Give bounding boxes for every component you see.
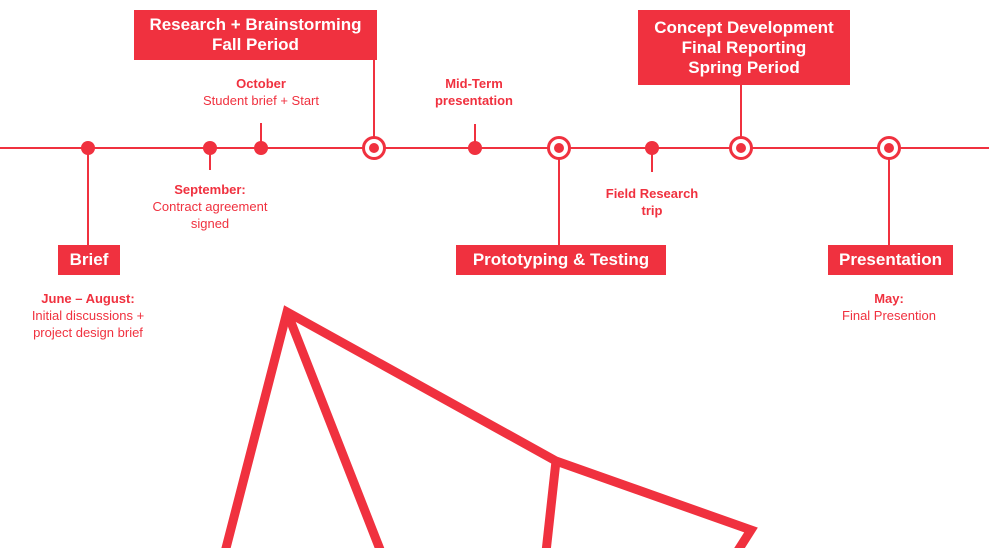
phase-prototyping-label: Prototyping & Testing (472, 250, 650, 269)
phase-prototyping: Prototyping & Testing (456, 245, 666, 275)
research-connector (373, 60, 375, 148)
note-midterm-line-2: presentation (434, 93, 513, 108)
phase-concept: Concept Development Final Reporting Spri… (638, 10, 850, 85)
concept-marker (729, 136, 753, 160)
prototyping-marker (547, 136, 571, 160)
note-june-august-title: June – August: (41, 291, 135, 306)
prototyping-connector (558, 148, 560, 245)
phase-presentation: Presentation (828, 245, 953, 275)
note-september-title: September: (174, 182, 246, 197)
drawing-center-line (541, 460, 561, 548)
note-field-research-line-2: trip (641, 203, 663, 218)
drawing-inner-line (282, 310, 385, 548)
research-marker (362, 136, 386, 160)
presentation-marker (877, 136, 901, 160)
presentation-connector (888, 148, 890, 245)
note-field-research-line-1: Field Research (605, 186, 699, 201)
note-may: May: Final Presention (822, 290, 956, 324)
midterm-marker (468, 141, 482, 155)
september-marker (203, 141, 217, 155)
phase-brief-label: Brief (69, 250, 109, 269)
phase-research-line-1: Research + Brainstorming (149, 15, 362, 34)
phase-concept-line-3: Spring Period (688, 57, 800, 77)
field-research-marker (645, 141, 659, 155)
note-june-august: June – August: Initial discussions + pro… (12, 290, 164, 341)
note-june-august-line-1: Initial discussions + (31, 308, 145, 323)
note-midterm-line-1: Mid-Term (445, 76, 503, 91)
note-september-line-1: Contract agreement (152, 199, 268, 214)
phase-research-line-2: Fall Period (212, 35, 299, 54)
october-marker (254, 141, 268, 155)
note-field-research: Field Research trip (584, 185, 720, 219)
phase-brief: Brief (58, 245, 120, 275)
note-october-line-1: Student brief + Start (203, 93, 319, 108)
field-research-connector (651, 148, 653, 172)
note-october: October Student brief + Start (186, 75, 336, 109)
note-may-title: May: (874, 291, 904, 306)
note-september-line-2: signed (190, 216, 230, 231)
note-june-august-line-2: project design brief (33, 325, 143, 340)
timeline-axis (0, 147, 989, 149)
phase-concept-line-2: Final Reporting (681, 37, 807, 57)
october-connector (260, 123, 262, 148)
note-may-line-1: Final Presention (842, 308, 936, 323)
note-october-title: October (236, 76, 286, 91)
note-midterm: Mid-Term presentation (414, 75, 534, 109)
brief-marker (81, 141, 95, 155)
phase-presentation-label: Presentation (839, 250, 942, 269)
midterm-connector (474, 124, 476, 148)
concept-connector (740, 85, 742, 148)
phase-research: Research + Brainstorming Fall Period (134, 10, 377, 60)
brief-connector (87, 148, 89, 245)
note-september: September: Contract agreement signed (132, 181, 288, 232)
september-connector (209, 148, 211, 170)
phase-concept-line-1: Concept Development (654, 17, 834, 37)
